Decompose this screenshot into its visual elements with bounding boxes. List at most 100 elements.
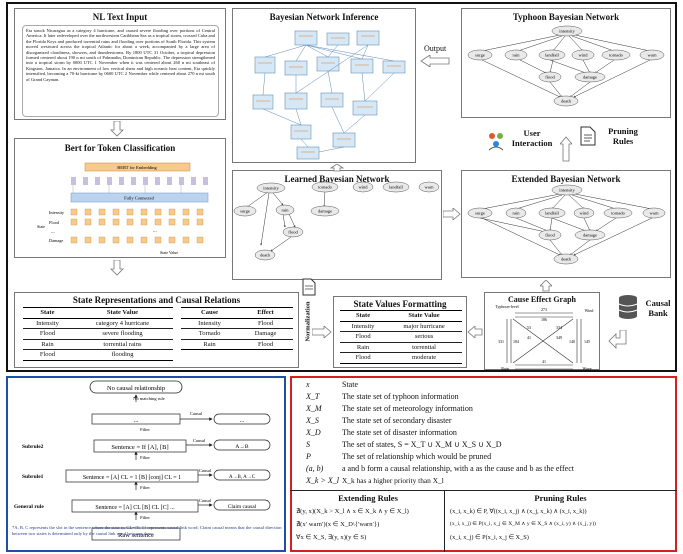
symbols-frame	[290, 376, 677, 552]
user-interaction-block: User Interaction	[486, 126, 556, 160]
extended-node-surge: surge	[475, 211, 485, 216]
symbol-row-1: X_T	[306, 392, 320, 401]
learned-node-flood: flood	[288, 230, 298, 235]
nl-text-body: Eta struck Nicaragua as a category 4 hur…	[26, 28, 215, 82]
typhoon-node-wind: wind	[579, 53, 589, 58]
typhoon-node-flood: flood	[545, 75, 555, 80]
filter-label: Filter	[140, 485, 150, 490]
ceg-edge-2: 53	[527, 325, 531, 330]
state-repr-title: State Representations and Causal Relatio…	[72, 295, 241, 305]
state-format-header-state: State	[340, 310, 387, 322]
bert-fc-label: Fully Connected	[124, 196, 155, 201]
symbol-desc-8: X_k has a higher priority than X_l	[342, 476, 444, 485]
learned-node-surge: surge	[240, 209, 250, 214]
learned-bn-panel: Learned Bayesian Network intensity torna…	[232, 170, 442, 280]
ceg-edge-4: 41	[527, 335, 531, 340]
extended-node-damage: damage	[583, 233, 597, 238]
arrow-pruning-up	[560, 136, 572, 162]
cause-effect-graph-panel: Cause Effect Graph Typhoon-level Wind Ra…	[484, 292, 600, 371]
pruning-rules-list: (x_i, x_k) ∈ P, ∀((x_i, x_j) ∧ (x_j, x_k…	[450, 505, 674, 544]
arrow-learned-up	[330, 164, 344, 172]
ceg-edge-8: 140	[569, 339, 575, 344]
bert-state-label: State	[37, 224, 45, 229]
top-frame	[6, 2, 677, 372]
extended-bn-graph: intensity surge rain landfall wind torna…	[467, 184, 666, 265]
typhoon-bn-title: Typhoon Bayesian Network	[512, 12, 620, 22]
ceg-node-rain: Rain	[501, 366, 509, 371]
state-format-title: State Values Formatting	[353, 299, 447, 309]
nl-text-box: Eta struck Nicaragua as a category 4 hur…	[22, 25, 219, 117]
inference-network-diagram	[252, 30, 406, 160]
symbol-row-2: X_M	[306, 404, 322, 413]
extended-node-flood: flood	[545, 233, 555, 238]
learned-node-damage: damage	[318, 209, 332, 214]
typhoon-node-landfall: landfall	[545, 53, 559, 58]
subrule1-sentence: Sentence = [A] CL = 1 [B] [conj] CL = 1	[83, 475, 181, 481]
subrule1-label: Subrule1	[22, 474, 44, 480]
extending-rule-1: ∄(y, x)(X_k > X_l ∧ x ∈ X_k ∧ y ∈ X_l)	[296, 508, 409, 515]
symbol-row-7: (a, b)	[306, 464, 324, 473]
subrule2-result: A→B	[235, 444, 248, 450]
extended-node-wind: wind	[580, 211, 590, 216]
effect-header: Effect	[238, 307, 293, 319]
symbol-desc-6: The set of relationship which would be p…	[342, 452, 492, 461]
ceg-edge-5: 331	[498, 339, 504, 344]
cause-effect-graph-title: Cause Effect Graph	[508, 295, 576, 304]
pruning-rules-title: Pruning Rules	[534, 493, 587, 503]
bert-output-grid	[70, 208, 204, 244]
pruning-rules-block: Pruning Rules	[580, 124, 650, 160]
symbol-row-6: P	[306, 452, 311, 461]
no-causal-relationship-node: No causal relationship	[107, 385, 165, 392]
cause-header: Cause	[181, 307, 239, 319]
symbol-desc-7: a and b form a causal relationship, with…	[342, 464, 574, 473]
cause-effect-graph: Typhoon-level Wind Rain Wave 273 186 53 …	[495, 304, 593, 371]
extending-rule-2: ∄(x′ warn′)(x ∈ X_D\{′warn′})	[296, 521, 380, 528]
bert-architecture-diagram: BERT for Embedding Fully Connected Inten…	[37, 162, 209, 255]
bert-row-damage: Damage	[49, 238, 63, 243]
extended-node-rain: rain	[513, 211, 521, 216]
causal-label: Causal	[190, 411, 203, 416]
arrow-bank-to-graph	[608, 330, 627, 349]
ceg-edge-7: 349	[556, 335, 562, 340]
state-repr-panel: State Representations and Causal Relatio…	[14, 292, 299, 368]
rules-frame	[6, 376, 286, 552]
state-repr-header-state: State	[23, 307, 72, 319]
database-icon	[618, 295, 638, 319]
learned-bn-graph: intensity tornado wind landfall warn sur…	[233, 181, 440, 261]
bayes-inference-panel: Bayesian Network Inference	[232, 8, 416, 163]
subrule1-result: A→B, A→C	[229, 475, 256, 480]
typhoon-node-rain: rain	[513, 53, 521, 58]
filter-label: Filter	[140, 455, 150, 460]
arrow-output	[420, 55, 450, 67]
document-icon	[302, 278, 316, 296]
learned-node-landfall: landfall	[389, 185, 403, 190]
ceg-node-wave: Wave	[582, 366, 591, 371]
extending-rules-list: ∄(y, x)(X_k > X_l ∧ x ∈ X_k ∧ y ∈ X_l) ∄…	[296, 505, 442, 544]
extended-node-death: death	[561, 257, 571, 262]
pruning-rule-1: (x_i, x_k) ∈ P, ∀((x_i, x_j) ∧ (x_j, x_k…	[450, 508, 587, 515]
general-rule-sentence: Sentence = [A] CL [B] CL [C] ...	[95, 505, 175, 511]
extended-bn-title: Extended Bayesian Network	[511, 174, 621, 184]
bert-ellipsis-mid: ...	[153, 229, 157, 234]
bert-title: Bert for Token Classification	[64, 143, 176, 153]
extended-bn-panel: Extended Bayesian Network intensity surg…	[461, 170, 671, 278]
arrow-learned-to-extended	[443, 208, 461, 220]
rules-divider-v	[444, 490, 445, 552]
bert-row-intensity: Intensity	[49, 210, 65, 215]
learned-node-tornado: tornado	[318, 185, 332, 190]
bert-state-value-label: State Value	[160, 250, 178, 255]
general-rule-result: Claim causal	[228, 504, 257, 510]
nl-text-input-title: NL Text Input	[92, 12, 148, 22]
state-repr-header-value: State Value	[71, 307, 173, 319]
bayes-inference-title: Bayesian Network Inference	[269, 12, 379, 22]
ceg-edge-6: 184	[513, 339, 519, 344]
symbol-row-4: X_D	[306, 428, 321, 437]
